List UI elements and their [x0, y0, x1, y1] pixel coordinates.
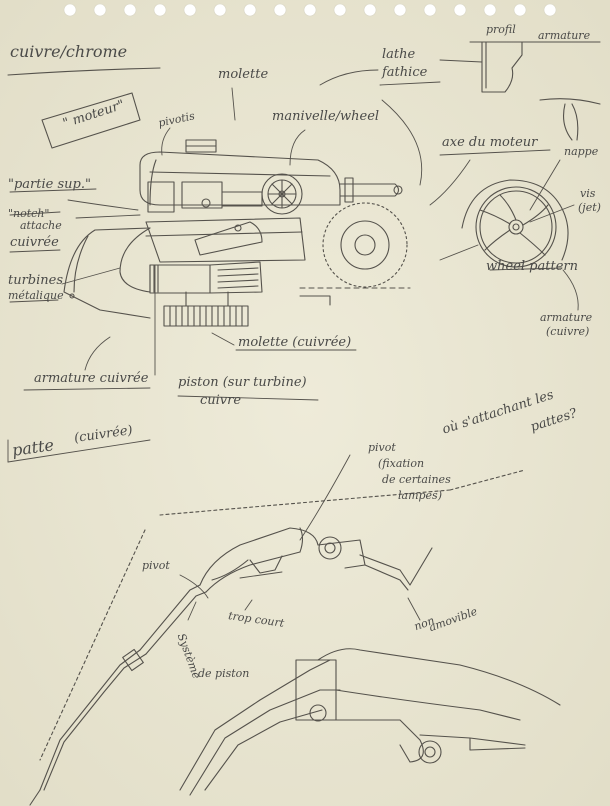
label-pivot-left: pivot: [142, 559, 170, 572]
label-armature-right: armature: [540, 311, 593, 324]
motor-sketch: [63, 139, 411, 327]
label-molette-cuivree: molette (cuivrée): [238, 335, 352, 350]
annotation-leader-lines: [61, 59, 579, 621]
label-vis: vis: [580, 187, 596, 200]
title-underline: [7, 67, 161, 76]
label-underlines: [7, 81, 563, 463]
label-lathe: lathe: [382, 47, 416, 62]
label-cuivre-piston: cuivre: [200, 393, 242, 408]
label-armature-top: armature: [538, 29, 591, 42]
label-notch: "notch": [8, 207, 50, 220]
label-turbines: turbines: [8, 273, 64, 288]
label-de-piston: de piston: [198, 667, 250, 680]
dimension-line-top: [159, 489, 451, 516]
label-lampes: lampes): [398, 489, 442, 502]
label-manivelle-wheel: manivelle/wheel: [272, 109, 380, 124]
label-nappe: nappe: [564, 145, 599, 158]
label-fathice: fathice: [382, 65, 428, 80]
leg-sketch-top: [29, 527, 433, 806]
label-armature-cuivree: armature cuivrée: [34, 371, 149, 386]
label-fixation: (fixation: [378, 457, 425, 470]
label-profil: profil: [486, 23, 516, 36]
lathe-profile-sketch: [469, 41, 601, 141]
label-cuivre-right: (cuivre): [546, 325, 590, 338]
label-partie-sup: "partie sup.": [8, 177, 91, 192]
moteur-label-box: [41, 92, 141, 149]
label-cuivre-chrome: cuivre/chrome: [10, 42, 128, 61]
leg-sketch-bottom: [179, 648, 561, 796]
wheel-pattern-sketch: [461, 179, 569, 268]
label-pivot-top: pivot: [368, 441, 396, 454]
spiral-binding-holes: [63, 3, 557, 17]
label-cuivree-notch: cuivrée: [10, 235, 59, 250]
label-piston-sur-turbine: piston (sur turbine): [178, 375, 307, 390]
label-de-certaines: de certaines: [382, 473, 451, 486]
label-molette: molette: [218, 67, 269, 82]
label-axe-du-moteur: axe du moteur: [442, 135, 538, 150]
label-metalique: métalique: [8, 289, 64, 302]
label-wheel-pattern: wheel pattern: [486, 259, 578, 274]
dimension-line-left: [39, 529, 146, 761]
label-attache: attache: [20, 219, 62, 232]
label-jet: (jet): [578, 201, 601, 214]
